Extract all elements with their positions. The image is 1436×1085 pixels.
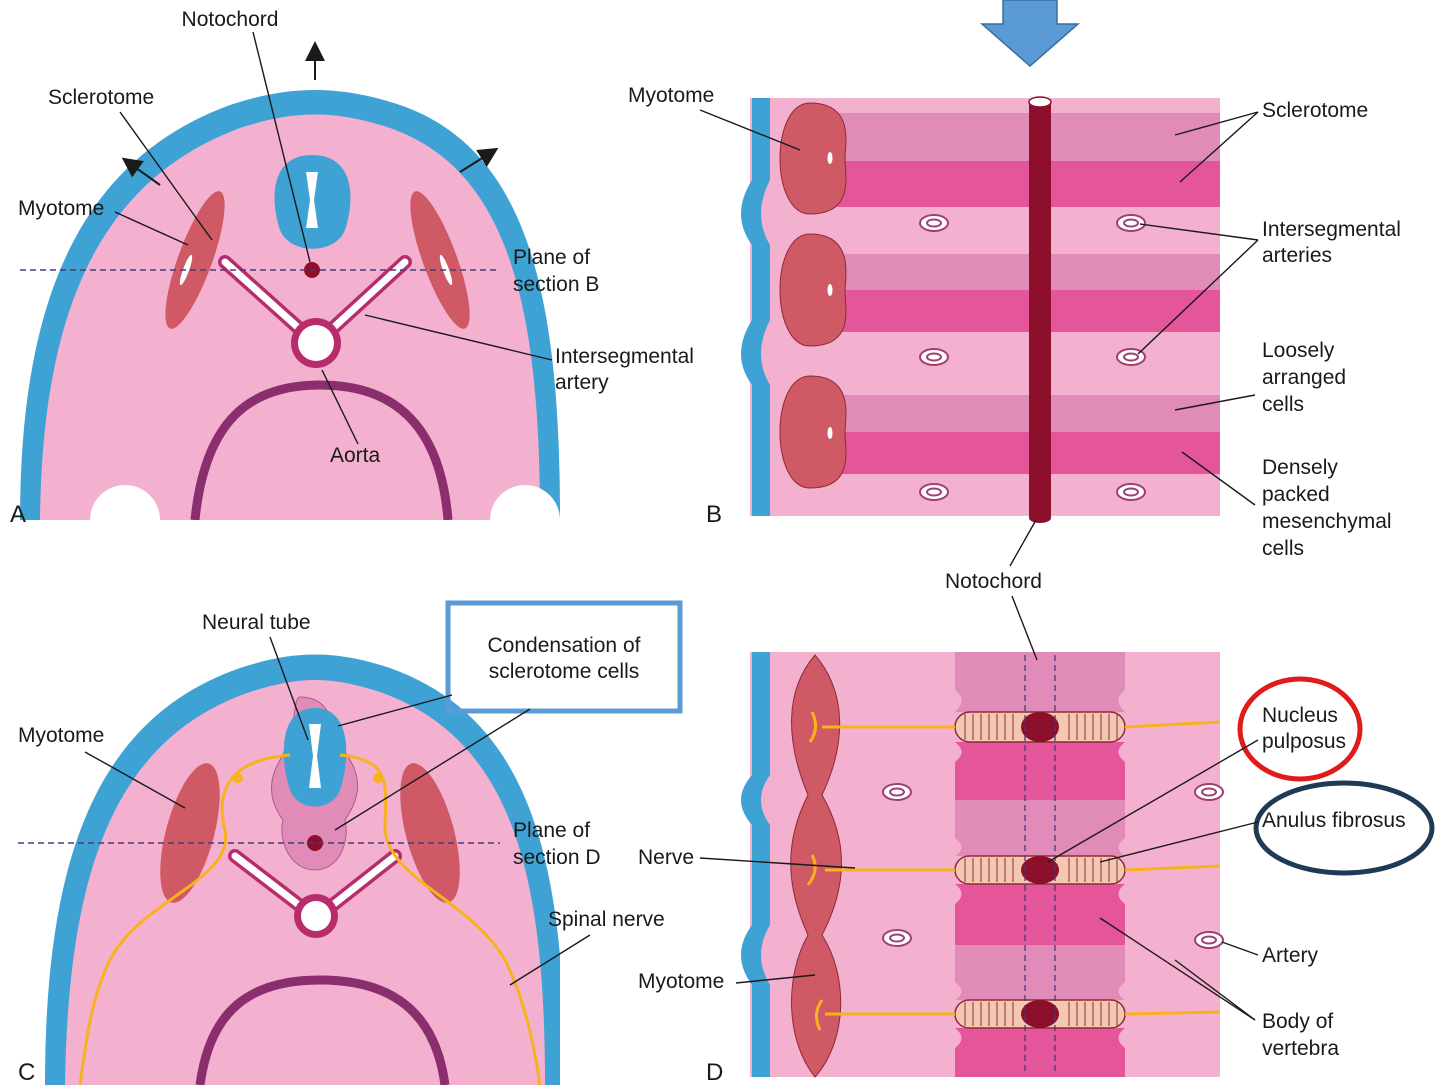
panel-d-nucleus-pulposus-2 (1021, 856, 1059, 884)
panel-a-interseg-label-2: artery (555, 371, 609, 394)
panel-b-notochord (1029, 102, 1051, 518)
panel-b-dense-label-2: packed (1262, 483, 1330, 506)
nucleus-highlight-circle (1240, 679, 1360, 779)
panel-d-nucleus-pulposus-1 (1021, 712, 1059, 742)
panel-b-loose-label-2: arranged (1262, 366, 1346, 389)
panel-d-nucleus-label-1: Nucleus (1262, 704, 1338, 727)
panel-b-interseg-label-1: Intersegmental (1262, 218, 1401, 241)
condensation-highlight-box (448, 603, 680, 711)
panel-d-letter: D (706, 1059, 723, 1085)
panel-b-sclerotome-label: Sclerotome (1262, 99, 1368, 122)
panel-a-sclerotome-label: Sclerotome (48, 86, 154, 109)
panel-b-letter: B (706, 501, 722, 528)
panel-d-myotome-label: Myotome (638, 970, 724, 993)
panel-b-dense-label-3: mesenchymal (1262, 510, 1392, 533)
panel-c-plane-label-2: section D (513, 846, 601, 869)
panel-c-plane-label-1: Plane of (513, 819, 590, 842)
panel-b-myotome-label: Myotome (628, 84, 714, 107)
panel-b-interseg-label-2: arteries (1262, 244, 1332, 267)
panel-b-notochord-label: Notochord (945, 570, 1042, 593)
panel-d-body-label-1: Body of (1262, 1010, 1333, 1033)
panel-b-ectoderm (741, 98, 770, 516)
panel-b-dense-label-1: Densely (1262, 456, 1338, 479)
panel-a-letter: A (10, 501, 26, 528)
panel-d-nucleus-label-2: pulposus (1262, 730, 1346, 753)
panel-a-aorta-label: Aorta (330, 444, 381, 467)
panel-b (741, 97, 1220, 523)
panel-d-ectoderm (741, 652, 770, 1077)
panel-d-nerve-label: Nerve (638, 846, 694, 869)
panel-c-condensation-label-1: Condensation of (488, 634, 641, 657)
panel-b-loose-label-1: Loosely (1262, 339, 1335, 362)
panel-c-letter: C (18, 1059, 35, 1085)
panel-a-interseg-label-1: Intersegmental (555, 345, 694, 368)
panel-d-anulus-label: Anulus fibrosus (1262, 809, 1406, 832)
panel-d-nucleus-pulposus-3 (1021, 1000, 1059, 1028)
panel-c-neural-tube-label: Neural tube (202, 611, 311, 634)
panel-c-myotome-label: Myotome (18, 724, 104, 747)
panel-b-loose-label-3: cells (1262, 393, 1304, 416)
panel-c (18, 655, 565, 1085)
panel-a-myotome-label: Myotome (18, 197, 104, 220)
panel-d-artery-label: Artery (1262, 944, 1319, 967)
panel-a-notochord-label: Notochord (182, 8, 279, 31)
panel-c-condensation-label-2: sclerotome cells (489, 660, 640, 683)
panel-b-dense-label-4: cells (1262, 537, 1304, 560)
panel-d (741, 652, 1223, 1077)
panel-b-myotomes (780, 103, 846, 488)
panel-a-plane-label-1: Plane of (513, 246, 590, 269)
panel-a-plane-label-2: section B (513, 273, 599, 296)
panel-d-body-label-2: vertebra (1262, 1037, 1339, 1060)
down-arrow-icon (982, 0, 1078, 66)
panel-a (20, 45, 560, 520)
panel-c-spinal-nerve-label: Spinal nerve (548, 908, 665, 931)
